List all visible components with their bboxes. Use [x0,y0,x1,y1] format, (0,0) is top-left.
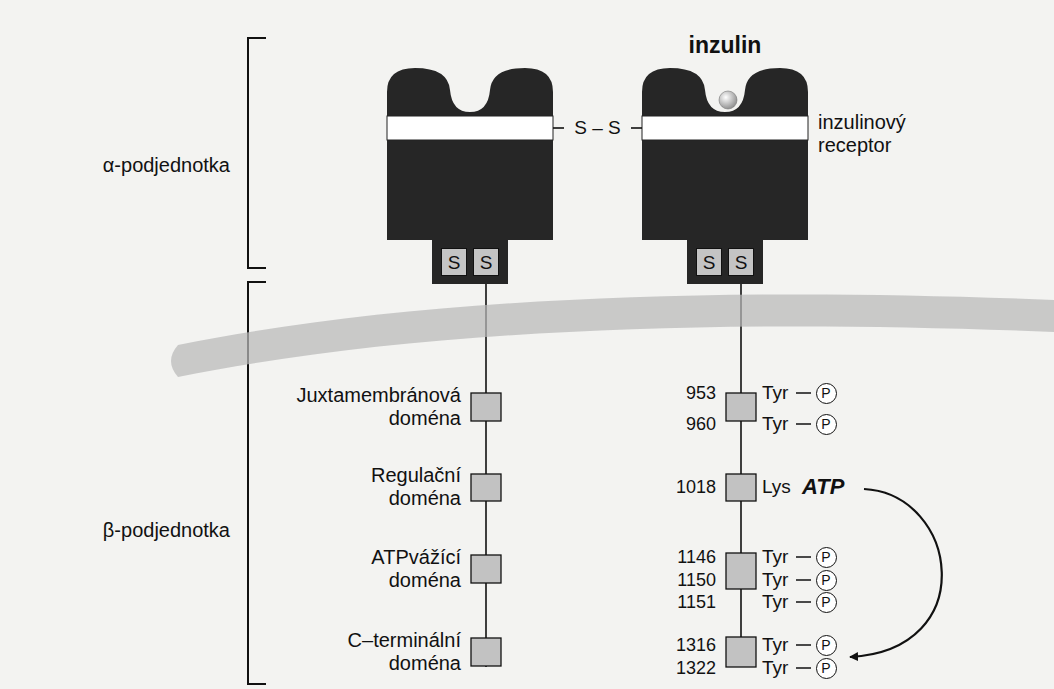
alpha-subunit [387,68,553,284]
insulin-ball [719,91,737,109]
sulfur-text: S [448,253,461,272]
bond-dash [796,556,811,558]
residue-number: 1146 [677,547,716,568]
white-band [387,116,553,140]
residue-label: Tyr [762,634,788,656]
phosphate-text: P [821,417,830,431]
subunit-label: α-podjednotka [103,154,230,177]
residue-label: Tyr [762,413,788,435]
phosphate-text: P [821,661,830,675]
residue-number: 953 [686,383,716,404]
alpha-subunit [642,68,808,284]
phosphate-circle: P [816,570,837,591]
phosphate-circle: P [816,383,837,404]
bond-dash [796,667,811,669]
domain-box [471,474,501,501]
phosphate-text: P [821,573,830,587]
bond-dash [796,644,811,646]
sulfur-box: S [728,248,754,276]
sulfur-text: S [480,253,493,272]
molecule-label: inzulin [689,32,762,58]
domain-box [726,474,756,501]
phosphate-text: P [821,550,830,564]
domain-box [471,393,501,421]
residue-label: Lys [762,476,791,498]
sulfur-box: S [441,248,467,276]
residue-number: 960 [686,414,716,435]
phosphate-circle: P [816,592,837,613]
subunit-label: β-podjednotka [103,519,230,542]
phosphate-text: P [821,638,830,652]
bond-line [553,127,564,129]
domain-box [471,638,501,666]
bond-dash [796,579,811,581]
phosphorylation-arrow [850,489,942,657]
residue-label: Tyr [762,569,788,591]
domain-box [726,553,756,589]
bond-dash [796,392,811,394]
domain-label: C–terminální doména [323,629,461,675]
white-band [642,116,808,140]
atp-label: ATP [802,474,844,499]
domain-label: ATPvážící doména [343,546,461,592]
bond-dash [796,423,811,425]
bond-line [631,127,642,129]
residue-number: 1316 [676,635,716,656]
sulfur-text: S [703,253,716,272]
domain-box [726,393,756,421]
residue-label: Tyr [762,546,788,568]
residue-label: Tyr [762,591,788,613]
cell-membrane [171,294,1054,377]
domain-box [726,637,756,667]
residue-label: Tyr [762,657,788,679]
residue-label: Tyr [762,382,788,404]
residue-number: 1151 [677,592,716,613]
domain-label: Juxtamembránová doména [271,384,461,430]
phosphate-text: P [821,386,830,400]
phosphate-circle: P [816,635,837,656]
sulfur-text: S [735,253,748,272]
sulfur-box: S [473,248,499,276]
domain-box [471,555,501,583]
receptor-label: inzulinový receptor [818,111,922,157]
beta-chain [740,276,742,667]
bond-dash [796,601,811,603]
disulfide-label: S – S [574,117,620,139]
phosphate-circle: P [816,547,837,568]
phosphate-text: P [821,595,830,609]
residue-number: 1150 [677,570,716,591]
domain-label: Regulační doména [343,464,461,510]
sulfur-box: S [696,248,722,276]
phosphate-circle: P [816,414,837,435]
residue-number: 1018 [676,477,716,498]
phosphate-circle: P [816,658,837,679]
residue-number: 1322 [676,658,716,679]
alpha-bracket [248,38,266,268]
